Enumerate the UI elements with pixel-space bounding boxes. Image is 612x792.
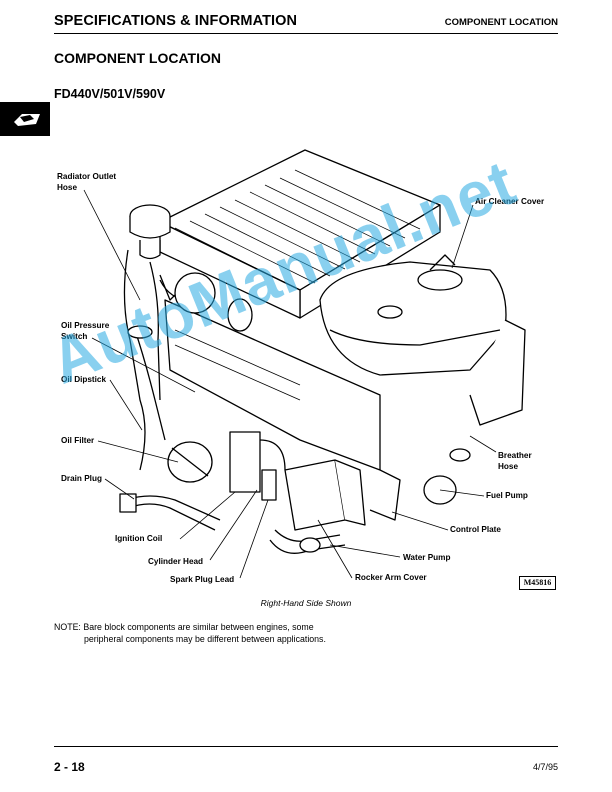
figure-id: M45816 bbox=[519, 576, 556, 590]
note-text: NOTE: Bare block components are similar … bbox=[54, 622, 326, 645]
label-oil-pressure-switch: Oil Pressure Switch bbox=[61, 321, 110, 341]
section-title: COMPONENT LOCATION bbox=[54, 50, 221, 66]
label-cylinder-head: Cylinder Head bbox=[148, 557, 204, 566]
note-line-1: NOTE: Bare block components are similar … bbox=[54, 622, 314, 632]
label-control-plate: Control Plate bbox=[450, 525, 501, 534]
label-oil-dipstick: Oil Dipstick bbox=[61, 375, 107, 384]
label-radiator-outlet-hose: Radiator Outlet Hose bbox=[57, 172, 117, 192]
model-title: FD440V/501V/590V bbox=[54, 87, 166, 101]
label-water-pump: Water Pump bbox=[403, 553, 451, 562]
label-oil-filter: Oil Filter bbox=[61, 436, 95, 445]
page-number: 2 - 18 bbox=[54, 760, 85, 774]
section-tab-icon bbox=[0, 102, 50, 136]
label-fuel-pump: Fuel Pump bbox=[486, 491, 528, 500]
figure-caption: Right-Hand Side Shown bbox=[260, 598, 352, 608]
header-section: COMPONENT LOCATION bbox=[444, 17, 558, 28]
label-spark-plug-lead: Spark Plug Lead bbox=[170, 575, 235, 584]
engine-illustration bbox=[83, 149, 526, 579]
header-title: SPECIFICATIONS & INFORMATION bbox=[54, 13, 298, 29]
label-breather-hose: Breather Hose bbox=[498, 451, 532, 471]
label-rocker-arm-cover: Rocker Arm Cover bbox=[355, 573, 427, 582]
label-air-cleaner-cover: Air Cleaner Cover bbox=[475, 197, 545, 206]
header-rule bbox=[54, 33, 558, 34]
label-ignition-coil: Ignition Coil bbox=[115, 534, 163, 543]
note-line-2: peripheral components may be different b… bbox=[84, 633, 326, 644]
label-drain-plug: Drain Plug bbox=[61, 474, 102, 483]
footer-rule bbox=[54, 746, 558, 747]
footer-date: 4/7/95 bbox=[532, 762, 558, 772]
